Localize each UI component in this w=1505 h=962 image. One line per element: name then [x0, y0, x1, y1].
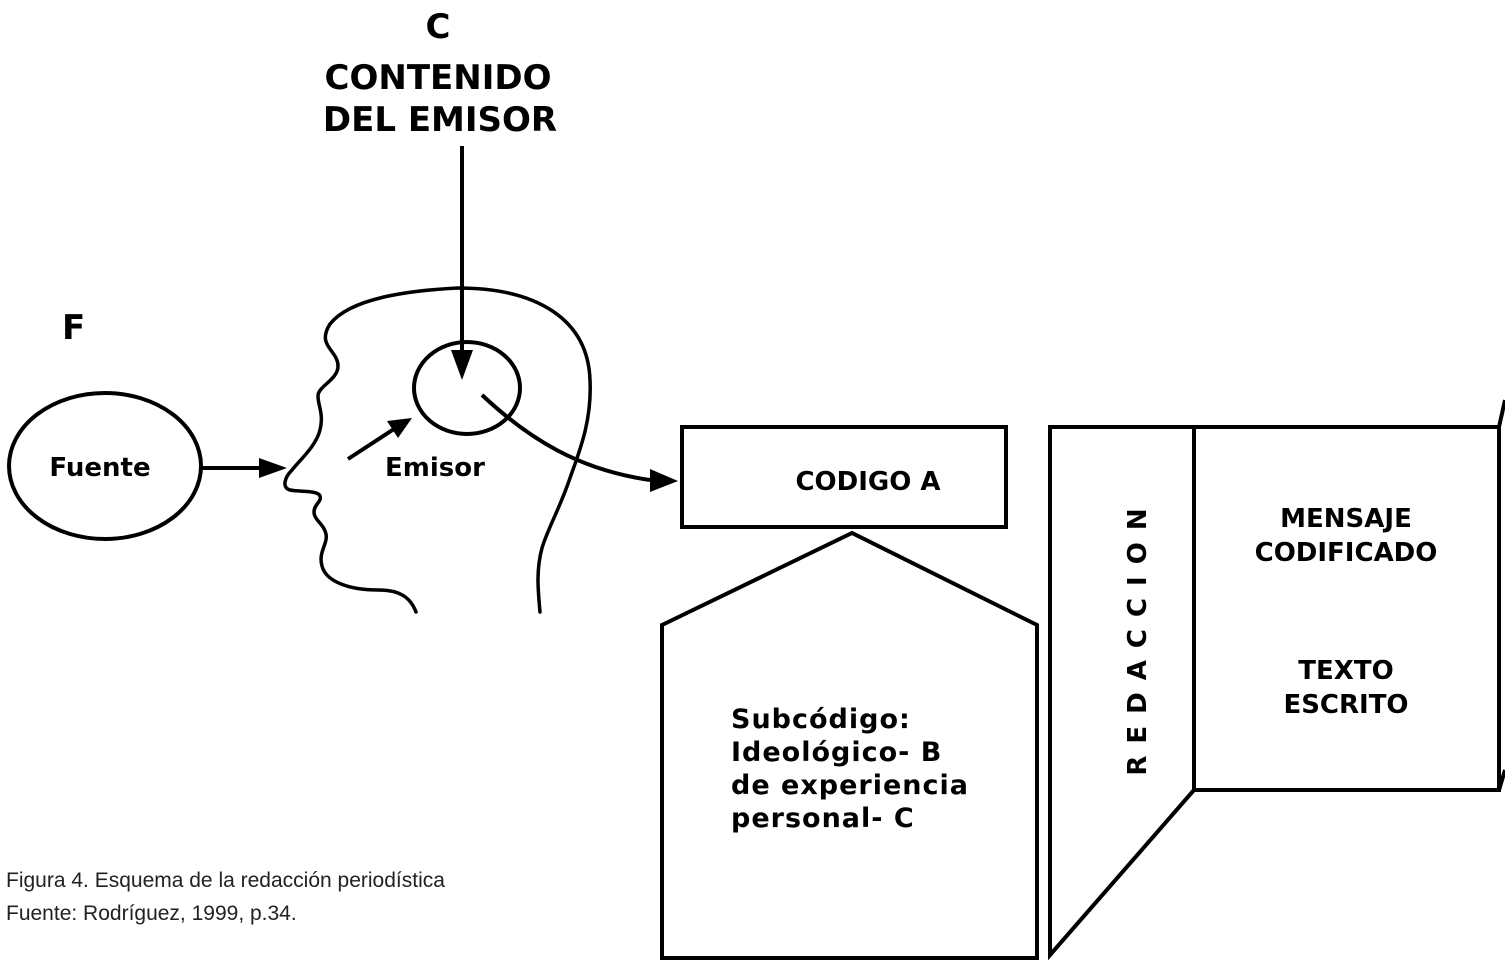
mensaje-box	[1192, 425, 1501, 792]
arrow-contenido-head	[451, 350, 473, 380]
subcodigo-line-1: Subcódigo:	[731, 704, 911, 735]
arrow-to-codigo-curve	[480, 393, 651, 482]
figure-source: Fuente: Rodríguez, 1999, p.34.	[6, 902, 297, 925]
texto-line2: ESCRITO	[1283, 690, 1408, 720]
head-profile-outline	[283, 286, 592, 614]
fuente-label: Fuente	[49, 453, 150, 483]
subcodigo-pentagon	[660, 530, 1039, 960]
arrow-fuente-to-emisor-head	[259, 458, 287, 478]
subcodigo-line-4: personal- C	[731, 803, 915, 834]
arrow-emisor-line	[346, 427, 396, 461]
right-panel-edge	[1497, 399, 1505, 791]
codigo-label: CODIGO A	[795, 467, 940, 497]
label-c: C	[426, 7, 451, 47]
emisor-label: Emisor	[385, 453, 485, 483]
label-f: F	[62, 308, 85, 348]
redaccion-panel	[1048, 425, 1196, 961]
contenido-title-line2: DEL EMISOR	[323, 100, 557, 140]
subcodigo-line-2: Ideológico- B	[731, 737, 942, 768]
texto-line1: TEXTO	[1298, 656, 1393, 686]
arrow-to-codigo-head	[650, 469, 678, 492]
contenido-title-line1: CONTENIDO	[325, 58, 552, 98]
mensaje-line1: MENSAJE	[1280, 504, 1412, 534]
codigo-box	[680, 425, 1008, 529]
figure-caption: Figura 4. Esquema de la redacción period…	[6, 869, 445, 892]
arrow-emisor-head	[387, 418, 412, 438]
subcodigo-line-3: de experiencia	[731, 770, 969, 801]
mensaje-line2: CODIFICADO	[1255, 538, 1438, 568]
contenido-circle	[412, 340, 522, 436]
redaccion-label: REDACCION	[1123, 496, 1153, 775]
